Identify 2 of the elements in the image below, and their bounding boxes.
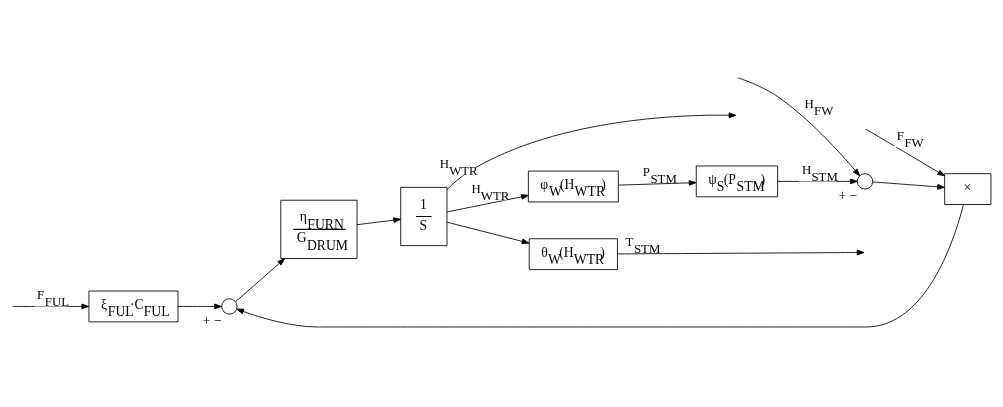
node-label: + −	[838, 188, 858, 204]
node-label: + −	[202, 313, 222, 329]
